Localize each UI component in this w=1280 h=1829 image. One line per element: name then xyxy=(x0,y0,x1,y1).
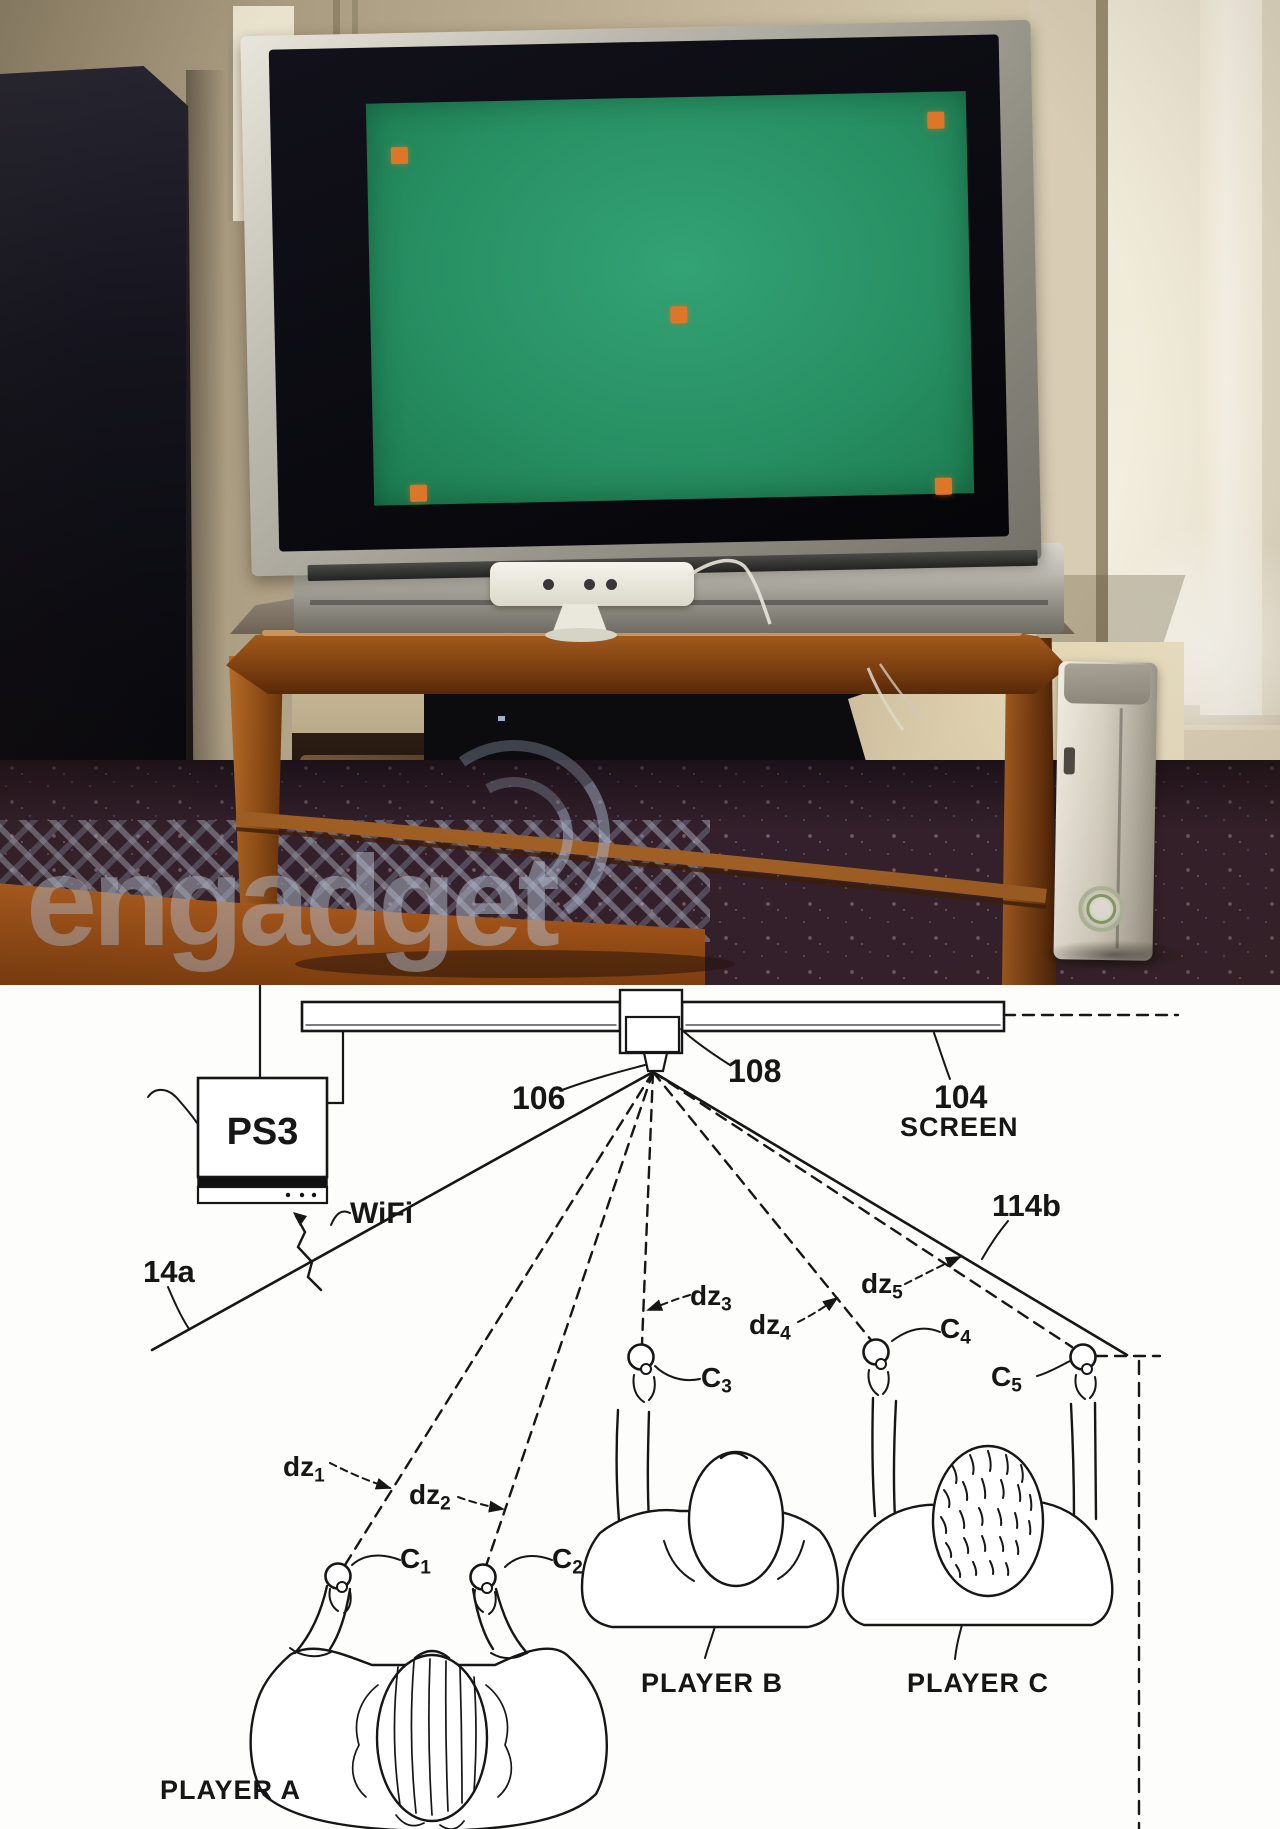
label-player-a: PLAYER A xyxy=(160,1775,302,1805)
label-c1: C1 xyxy=(400,1543,431,1579)
label-c5: C5 xyxy=(991,1361,1022,1397)
window-jamb xyxy=(1096,0,1108,705)
label-ref-108: 108 xyxy=(728,1053,782,1089)
ray-c4 xyxy=(651,1070,873,1342)
leader-c4 xyxy=(891,1327,941,1342)
label-dz3: dz3 xyxy=(690,1280,732,1316)
camera-lens xyxy=(642,1051,669,1073)
ray-c1 xyxy=(343,1070,655,1567)
leader-108 xyxy=(680,1028,731,1066)
sensor-bar-dot xyxy=(583,579,595,590)
label-ref-104: 104 xyxy=(934,1079,988,1115)
xbox-shadow xyxy=(1038,940,1188,970)
calibration-marker xyxy=(409,484,428,502)
wall-pipe xyxy=(333,0,340,44)
camera-sensor-bar xyxy=(490,562,694,606)
foreground-shadow xyxy=(295,950,735,978)
label-ref-14a: 14a xyxy=(143,1254,195,1289)
sensor-bar-dot xyxy=(543,579,555,590)
controller-c5 xyxy=(1069,1343,1097,1400)
speaker-tower xyxy=(0,66,194,866)
camera-rays xyxy=(343,1070,1074,1568)
speaker-shadow xyxy=(186,70,226,862)
player-b-nose xyxy=(719,1451,749,1460)
label-dz4: dz4 xyxy=(749,1309,791,1345)
player-b-figure xyxy=(580,1408,840,1629)
wifi-symbol xyxy=(293,1210,351,1292)
player-a-figure xyxy=(249,1584,608,1829)
receiver-led xyxy=(498,716,505,721)
leader-106 xyxy=(561,1064,646,1091)
xbox-memory-slot xyxy=(1063,747,1076,775)
leader-dz3 xyxy=(646,1294,691,1311)
label-c2: C2 xyxy=(552,1543,583,1579)
label-ref-114b: 114b xyxy=(992,1188,1061,1223)
calibration-marker xyxy=(390,147,409,165)
label-screen: SCREEN xyxy=(900,1112,1019,1142)
label-ref-106: 106 xyxy=(512,1080,566,1116)
diagram-linework xyxy=(147,985,1180,1829)
ps3-leader-line xyxy=(147,1088,198,1124)
controller-c3 xyxy=(627,1343,656,1403)
xbox-top-tray xyxy=(1063,663,1151,705)
label-ps3: PS3 xyxy=(226,1111,299,1153)
controller-c2 xyxy=(469,1563,497,1615)
wifi-leader xyxy=(330,1210,351,1226)
leader-14a xyxy=(167,1286,190,1330)
ps3-box xyxy=(147,985,345,1205)
television xyxy=(240,19,1042,582)
label-c3: C3 xyxy=(701,1362,732,1398)
camera-unit xyxy=(618,988,684,1073)
living-room-photo: engadget xyxy=(0,0,1280,985)
label-player-c: PLAYER C xyxy=(907,1668,1050,1698)
screen-bar xyxy=(300,1000,1180,1033)
ray-c3 xyxy=(640,1070,655,1346)
label-wifi: WiFi xyxy=(350,1197,414,1230)
controller-c4 xyxy=(862,1338,890,1396)
calibration-marker xyxy=(927,111,945,130)
wall-pipe xyxy=(352,0,358,44)
table-apron xyxy=(226,630,1068,694)
label-c4: C4 xyxy=(940,1313,971,1349)
calibration-marker xyxy=(670,306,688,324)
label-dz1: dz1 xyxy=(283,1451,325,1487)
leader-player-b xyxy=(704,1622,717,1659)
leader-dz2 xyxy=(457,1496,505,1513)
controllers xyxy=(324,1338,1097,1615)
calibration-marker xyxy=(934,477,953,495)
label-dz5: dz5 xyxy=(861,1268,903,1304)
sensor-bar-base xyxy=(545,628,617,642)
deadzone-leaders xyxy=(329,1256,962,1513)
wifi-arrowhead xyxy=(293,1212,307,1226)
ps3-wire-to-bar xyxy=(325,1029,345,1105)
fov-left-line-14a xyxy=(150,1070,655,1352)
leader-104 xyxy=(933,1032,951,1080)
leader-c2 xyxy=(504,1554,553,1568)
leader-dz4 xyxy=(797,1296,839,1323)
label-dz2: dz2 xyxy=(409,1479,451,1515)
table-apron-highlight xyxy=(262,630,1022,636)
leader-c5 xyxy=(1036,1360,1071,1377)
ray-c5 xyxy=(651,1070,1074,1349)
ray-c2 xyxy=(484,1070,655,1568)
fov-right-line-114b xyxy=(651,1070,1129,1357)
tv-green-screen xyxy=(365,91,975,506)
player-c-figure xyxy=(841,1396,1114,1627)
leader-player-c xyxy=(954,1624,963,1660)
engadget-watermark: engadget xyxy=(26,830,560,973)
leader-c1 xyxy=(351,1554,401,1566)
leader-dz5 xyxy=(904,1256,962,1285)
player-a-hair xyxy=(351,1658,513,1829)
label-player-b: PLAYER B xyxy=(641,1668,784,1698)
player-c-hair xyxy=(940,1450,1033,1578)
controller-c1 xyxy=(324,1562,352,1614)
player-a-nose xyxy=(413,1649,451,1660)
leader-114b xyxy=(981,1220,1009,1260)
xbox-360-console xyxy=(1053,661,1158,961)
sensor-bar-dot xyxy=(606,579,618,590)
leader-c3 xyxy=(654,1365,701,1381)
leader-dz1 xyxy=(329,1462,392,1490)
tv-bezel xyxy=(268,34,1038,582)
